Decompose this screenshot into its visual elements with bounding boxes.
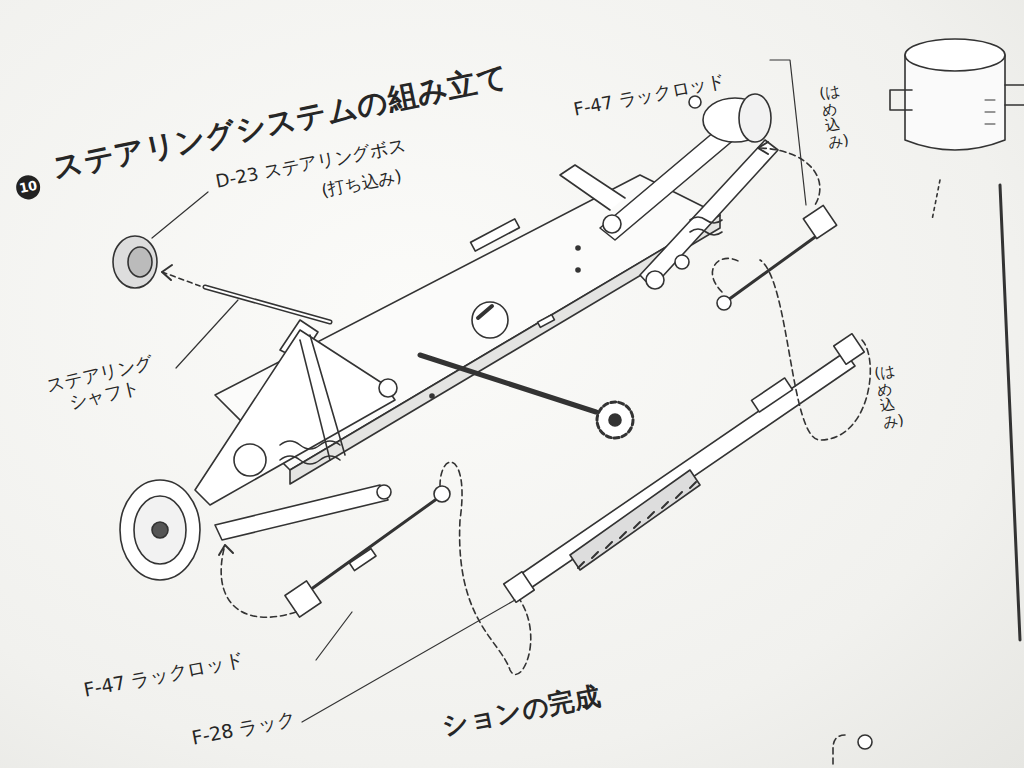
part-label: F-47 ラックロッド <box>82 649 245 701</box>
note-label: (打ち込み) <box>320 166 404 201</box>
section-title: ションの完成 <box>440 681 603 741</box>
part-label: F-47 ラックロッド <box>572 71 727 121</box>
note-label: (はめ込み) <box>873 363 899 431</box>
callout-number: 10 <box>14 173 42 201</box>
part-label: F-28 ラック <box>190 708 297 749</box>
note-label: (はめ込み) <box>818 83 844 151</box>
part-label: ステアリング シャフト <box>40 351 164 418</box>
